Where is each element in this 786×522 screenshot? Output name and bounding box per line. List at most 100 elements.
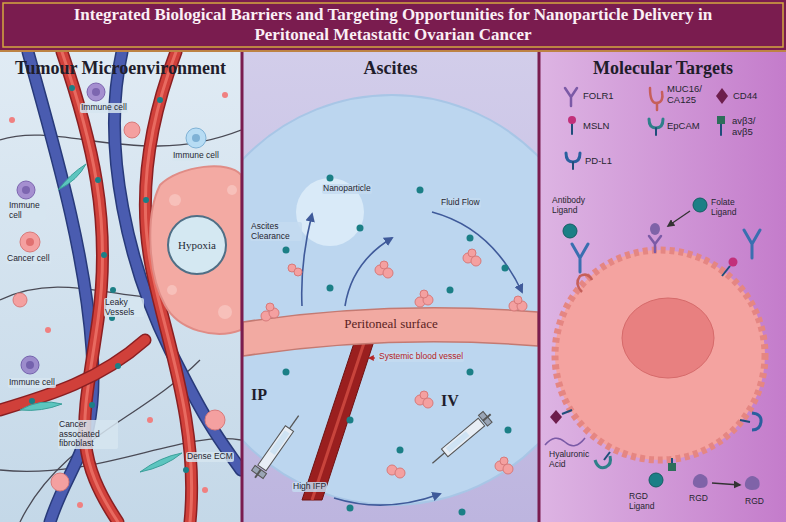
callout-label: avβ3/ avβ5	[731, 116, 773, 137]
targets-art	[562, 410, 572, 414]
targets-art	[744, 230, 760, 258]
callout-label: MSLN	[582, 121, 610, 132]
panel-dividers	[0, 51, 786, 522]
route-label: IV	[440, 392, 460, 410]
targets-art	[668, 211, 690, 226]
microenvironment-art	[110, 287, 116, 293]
ascites-art	[345, 238, 392, 306]
ascites-art	[500, 457, 508, 465]
microenvironment-art	[51, 473, 69, 491]
title-band	[3, 3, 783, 47]
targets-art	[722, 266, 730, 276]
ascites-art	[467, 235, 474, 242]
microenvironment-art	[218, 305, 232, 319]
microenvironment-art	[62, 52, 118, 522]
microenvironment-art	[13, 293, 27, 307]
callout-label: Dense ECM	[186, 452, 234, 462]
callout-label: Immune cell	[172, 151, 220, 161]
callout-label: Antibody Ligand	[551, 196, 595, 215]
ascites-art	[334, 494, 440, 505]
node-text: Hypoxia	[178, 239, 216, 251]
targets-art	[555, 250, 765, 460]
callout-label: EpCAM	[666, 121, 701, 132]
microenvironment-art	[22, 186, 30, 194]
callout-label: Ascites Clearance	[250, 222, 302, 241]
microenvironment-art	[157, 97, 163, 103]
targets-art	[565, 88, 721, 169]
ascites-art	[357, 225, 364, 232]
ascites-art	[502, 265, 509, 272]
targets-art	[565, 88, 577, 106]
microenvironment-art	[186, 128, 206, 148]
targets-art	[545, 438, 585, 446]
microenvironment-art	[0, 52, 241, 522]
targets-art	[740, 420, 750, 422]
targets-art	[656, 103, 659, 110]
microenvironment-art	[0, 340, 145, 410]
panel-heading: Ascites	[247, 58, 534, 79]
microenvironment-art	[205, 410, 225, 430]
microenvironment-art	[0, 439, 241, 472]
ascites-art	[327, 285, 334, 292]
microenvironment-art	[183, 467, 189, 473]
targets-art	[752, 413, 761, 430]
ascites-art	[397, 447, 404, 454]
ascites-art	[258, 426, 294, 471]
targets-art	[712, 483, 740, 485]
ascites-art	[446, 431, 470, 452]
microenvironment-art	[167, 285, 177, 295]
ascites-art	[302, 338, 375, 500]
targets-art	[540, 52, 786, 522]
callout-label: Hyaluronic Acid	[548, 450, 600, 469]
ascites-art	[283, 175, 512, 516]
targets-art	[572, 244, 588, 272]
ascites-art	[395, 468, 405, 478]
callout-label: FOLR1	[582, 91, 615, 102]
ascites-art	[252, 466, 267, 479]
targets-art	[577, 275, 592, 292]
title-band	[0, 0, 786, 50]
title-text: Integrated Biological Barriers and Targe…	[56, 5, 730, 46]
panel-region: AscitesPeritoneal surface	[243, 52, 538, 522]
microenvironment-art	[62, 52, 118, 522]
microenvironment-art	[77, 502, 83, 508]
microenvironment-art	[69, 85, 75, 91]
microenvironment-art	[9, 117, 15, 123]
microenvironment-art	[202, 487, 208, 493]
targets-art	[716, 88, 728, 104]
targets-art	[693, 198, 707, 212]
targets-art	[693, 474, 708, 488]
ascites-art	[369, 357, 375, 358]
surface-band: Peritoneal surface	[313, 314, 469, 334]
callout-label: Leaky Vessels	[104, 298, 144, 317]
microenvironment-art	[192, 134, 200, 142]
ascites-art	[505, 427, 512, 434]
targets-art	[650, 88, 662, 103]
callout-label: Cancer associated fibroblast	[58, 420, 118, 449]
microenvironment-art	[26, 238, 34, 246]
microenvironment-art	[140, 453, 182, 472]
targets-art	[622, 298, 714, 378]
ascites-art	[432, 453, 444, 463]
callout-label: Fluid Flow	[440, 198, 481, 208]
callout-label: Cancer cell	[6, 254, 51, 264]
microenvironment-art	[150, 166, 241, 334]
ascites-art	[420, 290, 428, 298]
ascites-art	[266, 303, 274, 311]
microenvironment-art	[169, 194, 181, 206]
targets-art	[540, 52, 786, 522]
ascites-art	[294, 268, 302, 276]
targets-art	[649, 119, 663, 128]
ascites-art	[327, 175, 334, 182]
microenvironment-art	[124, 122, 140, 138]
microenvironment-art	[17, 181, 35, 199]
microenvironment-art	[0, 52, 241, 522]
ascites-art	[471, 256, 481, 266]
targets-art	[572, 162, 574, 169]
targets-art	[655, 128, 657, 135]
ascites-art	[514, 296, 522, 304]
ascites-art	[289, 416, 298, 429]
ascites-art	[270, 430, 290, 455]
route-label: IP	[250, 386, 268, 404]
microenvironment-art	[26, 361, 34, 369]
